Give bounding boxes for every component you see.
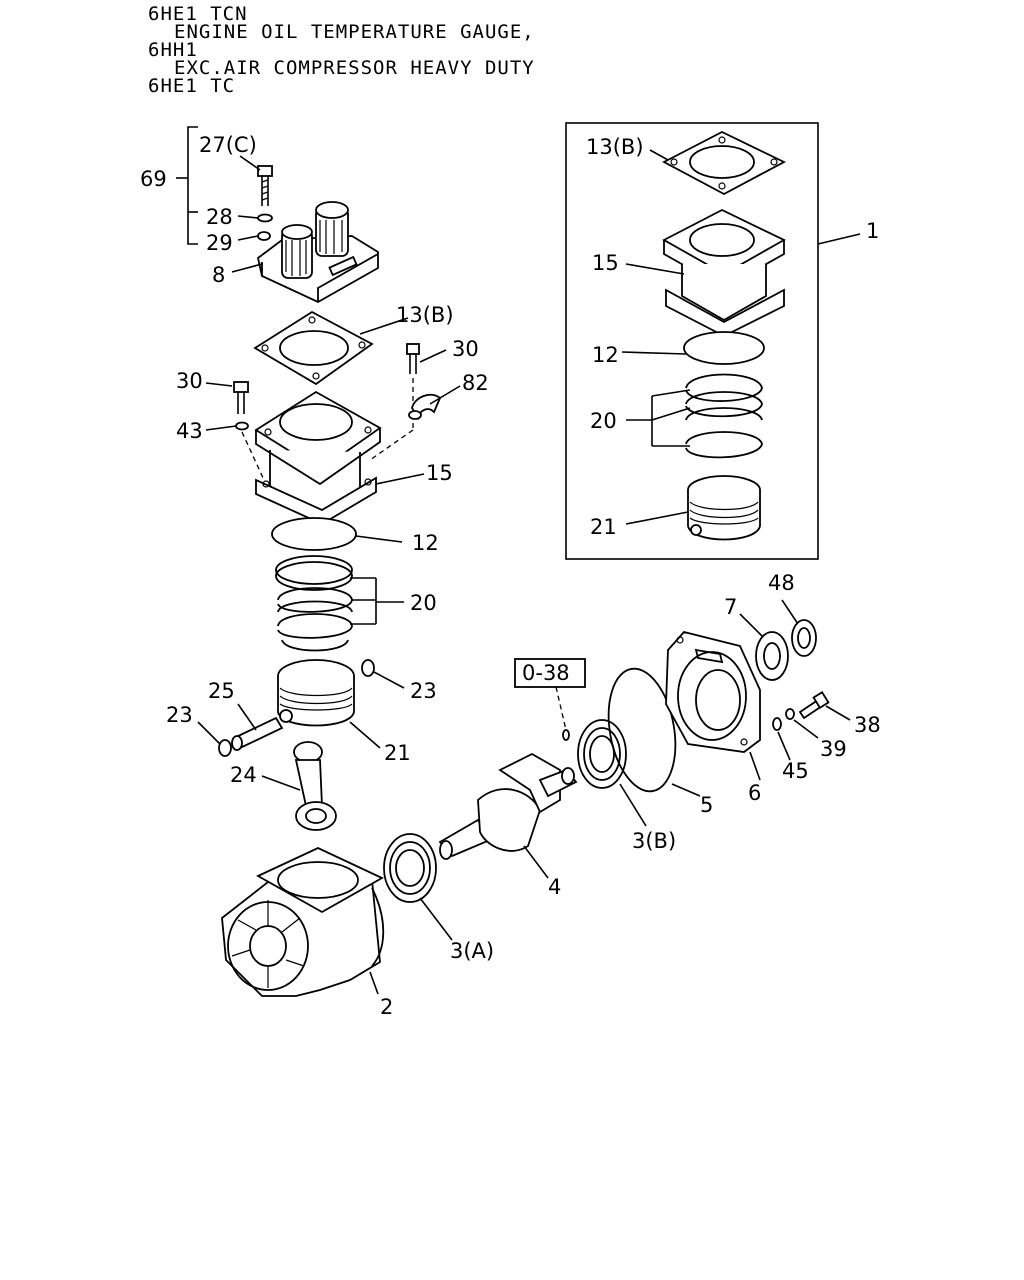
label-82: 82 xyxy=(462,371,489,395)
label-7: 7 xyxy=(724,595,737,619)
label-3b: 3(B) xyxy=(632,829,676,853)
bearing-3b xyxy=(577,719,627,789)
snap-ring-23-right xyxy=(361,659,375,677)
gasket-13b xyxy=(253,310,374,386)
label-30-right: 30 xyxy=(452,337,479,361)
bolt-38 xyxy=(798,691,830,720)
label-13b: 13(B) xyxy=(396,303,454,327)
label-69: 69 xyxy=(140,167,167,191)
part-labels: 69 27(C) 28 29 8 13(B) 30 82 30 43 15 12… xyxy=(140,133,881,1019)
o-ring-12 xyxy=(271,517,357,551)
cylinder-head-part xyxy=(256,201,379,304)
label-4: 4 xyxy=(548,875,561,899)
cylinder-15 xyxy=(254,390,382,526)
label-20: 20 xyxy=(410,591,437,615)
inset-piston-21 xyxy=(687,475,761,541)
label-24: 24 xyxy=(230,763,257,787)
clip-82 xyxy=(408,393,442,421)
label-ref-box: 0-38 xyxy=(522,661,570,685)
header-line-3: 6HH1 xyxy=(148,39,198,61)
inset-piston-rings-20 xyxy=(685,373,763,459)
label-38: 38 xyxy=(854,713,881,737)
label-25: 25 xyxy=(208,679,235,703)
bolt-30-right xyxy=(406,343,420,430)
label-8: 8 xyxy=(212,263,225,287)
label-28: 28 xyxy=(206,205,233,229)
header-line-1: 6HE1 TCN xyxy=(148,3,248,25)
washer-28 xyxy=(257,213,273,223)
key-part xyxy=(562,729,570,741)
label-15: 15 xyxy=(426,461,453,485)
header-notes: 6HE1 TCN ENGINE OIL TEMPERATURE GAUGE, 6… xyxy=(148,3,535,97)
header-line-5: 6HE1 TC xyxy=(148,75,235,97)
inset-label-13b: 13(B) xyxy=(586,135,644,159)
label-2: 2 xyxy=(380,995,393,1019)
label-48: 48 xyxy=(768,571,795,595)
group-69-bracket xyxy=(176,126,198,245)
label-6: 6 xyxy=(748,781,761,805)
washer-39 xyxy=(785,708,795,720)
piston-21 xyxy=(277,659,355,727)
bolt-27c xyxy=(257,165,273,206)
label-23-right: 23 xyxy=(410,679,437,703)
washer-29 xyxy=(257,231,271,241)
oil-seal-7 xyxy=(755,631,789,681)
reference-box xyxy=(514,658,586,688)
washer-45 xyxy=(772,717,782,731)
label-5: 5 xyxy=(700,793,713,817)
label-43: 43 xyxy=(176,419,203,443)
label-27c: 27(C) xyxy=(199,133,257,157)
label-30-left: 30 xyxy=(176,369,203,393)
label-29: 29 xyxy=(206,231,233,255)
label-3a: 3(A) xyxy=(450,939,494,963)
header-line-4: EXC.AIR COMPRESSOR HEAVY DUTY xyxy=(174,57,535,79)
inset-frame xyxy=(565,122,819,560)
label-45: 45 xyxy=(782,759,809,783)
label-21: 21 xyxy=(384,741,411,765)
label-1: 1 xyxy=(866,219,879,243)
inset-label-20: 20 xyxy=(590,409,617,433)
piston-pin-25 xyxy=(231,716,284,751)
inset-label-15: 15 xyxy=(592,251,619,275)
reference-leader xyxy=(555,686,567,731)
oil-seal-48 xyxy=(791,619,817,657)
label-39: 39 xyxy=(820,737,847,761)
connecting-rod-24 xyxy=(293,741,337,831)
snap-ring-23-left xyxy=(218,739,232,757)
inset-label-12: 12 xyxy=(592,343,619,367)
bearing-3a xyxy=(383,833,437,903)
label-23-left: 23 xyxy=(166,703,193,727)
washer-43 xyxy=(235,421,249,431)
crankshaft-4 xyxy=(438,752,578,860)
label-12: 12 xyxy=(412,531,439,555)
end-cover-6 xyxy=(665,630,761,753)
bolt-guide-line xyxy=(241,431,265,481)
piston-rings-20 xyxy=(275,555,353,652)
crankcase-2 xyxy=(221,847,385,997)
leader-lines xyxy=(197,149,861,995)
inset-o-ring-12 xyxy=(683,331,765,365)
inset-cylinder-15 xyxy=(662,208,786,338)
bolt-30-left xyxy=(233,381,249,414)
header-line-2: ENGINE OIL TEMPERATURE GAUGE, xyxy=(174,21,535,43)
inset-gasket-13b xyxy=(662,130,786,196)
o-ring-5 xyxy=(607,667,677,793)
inset-label-21: 21 xyxy=(590,515,617,539)
